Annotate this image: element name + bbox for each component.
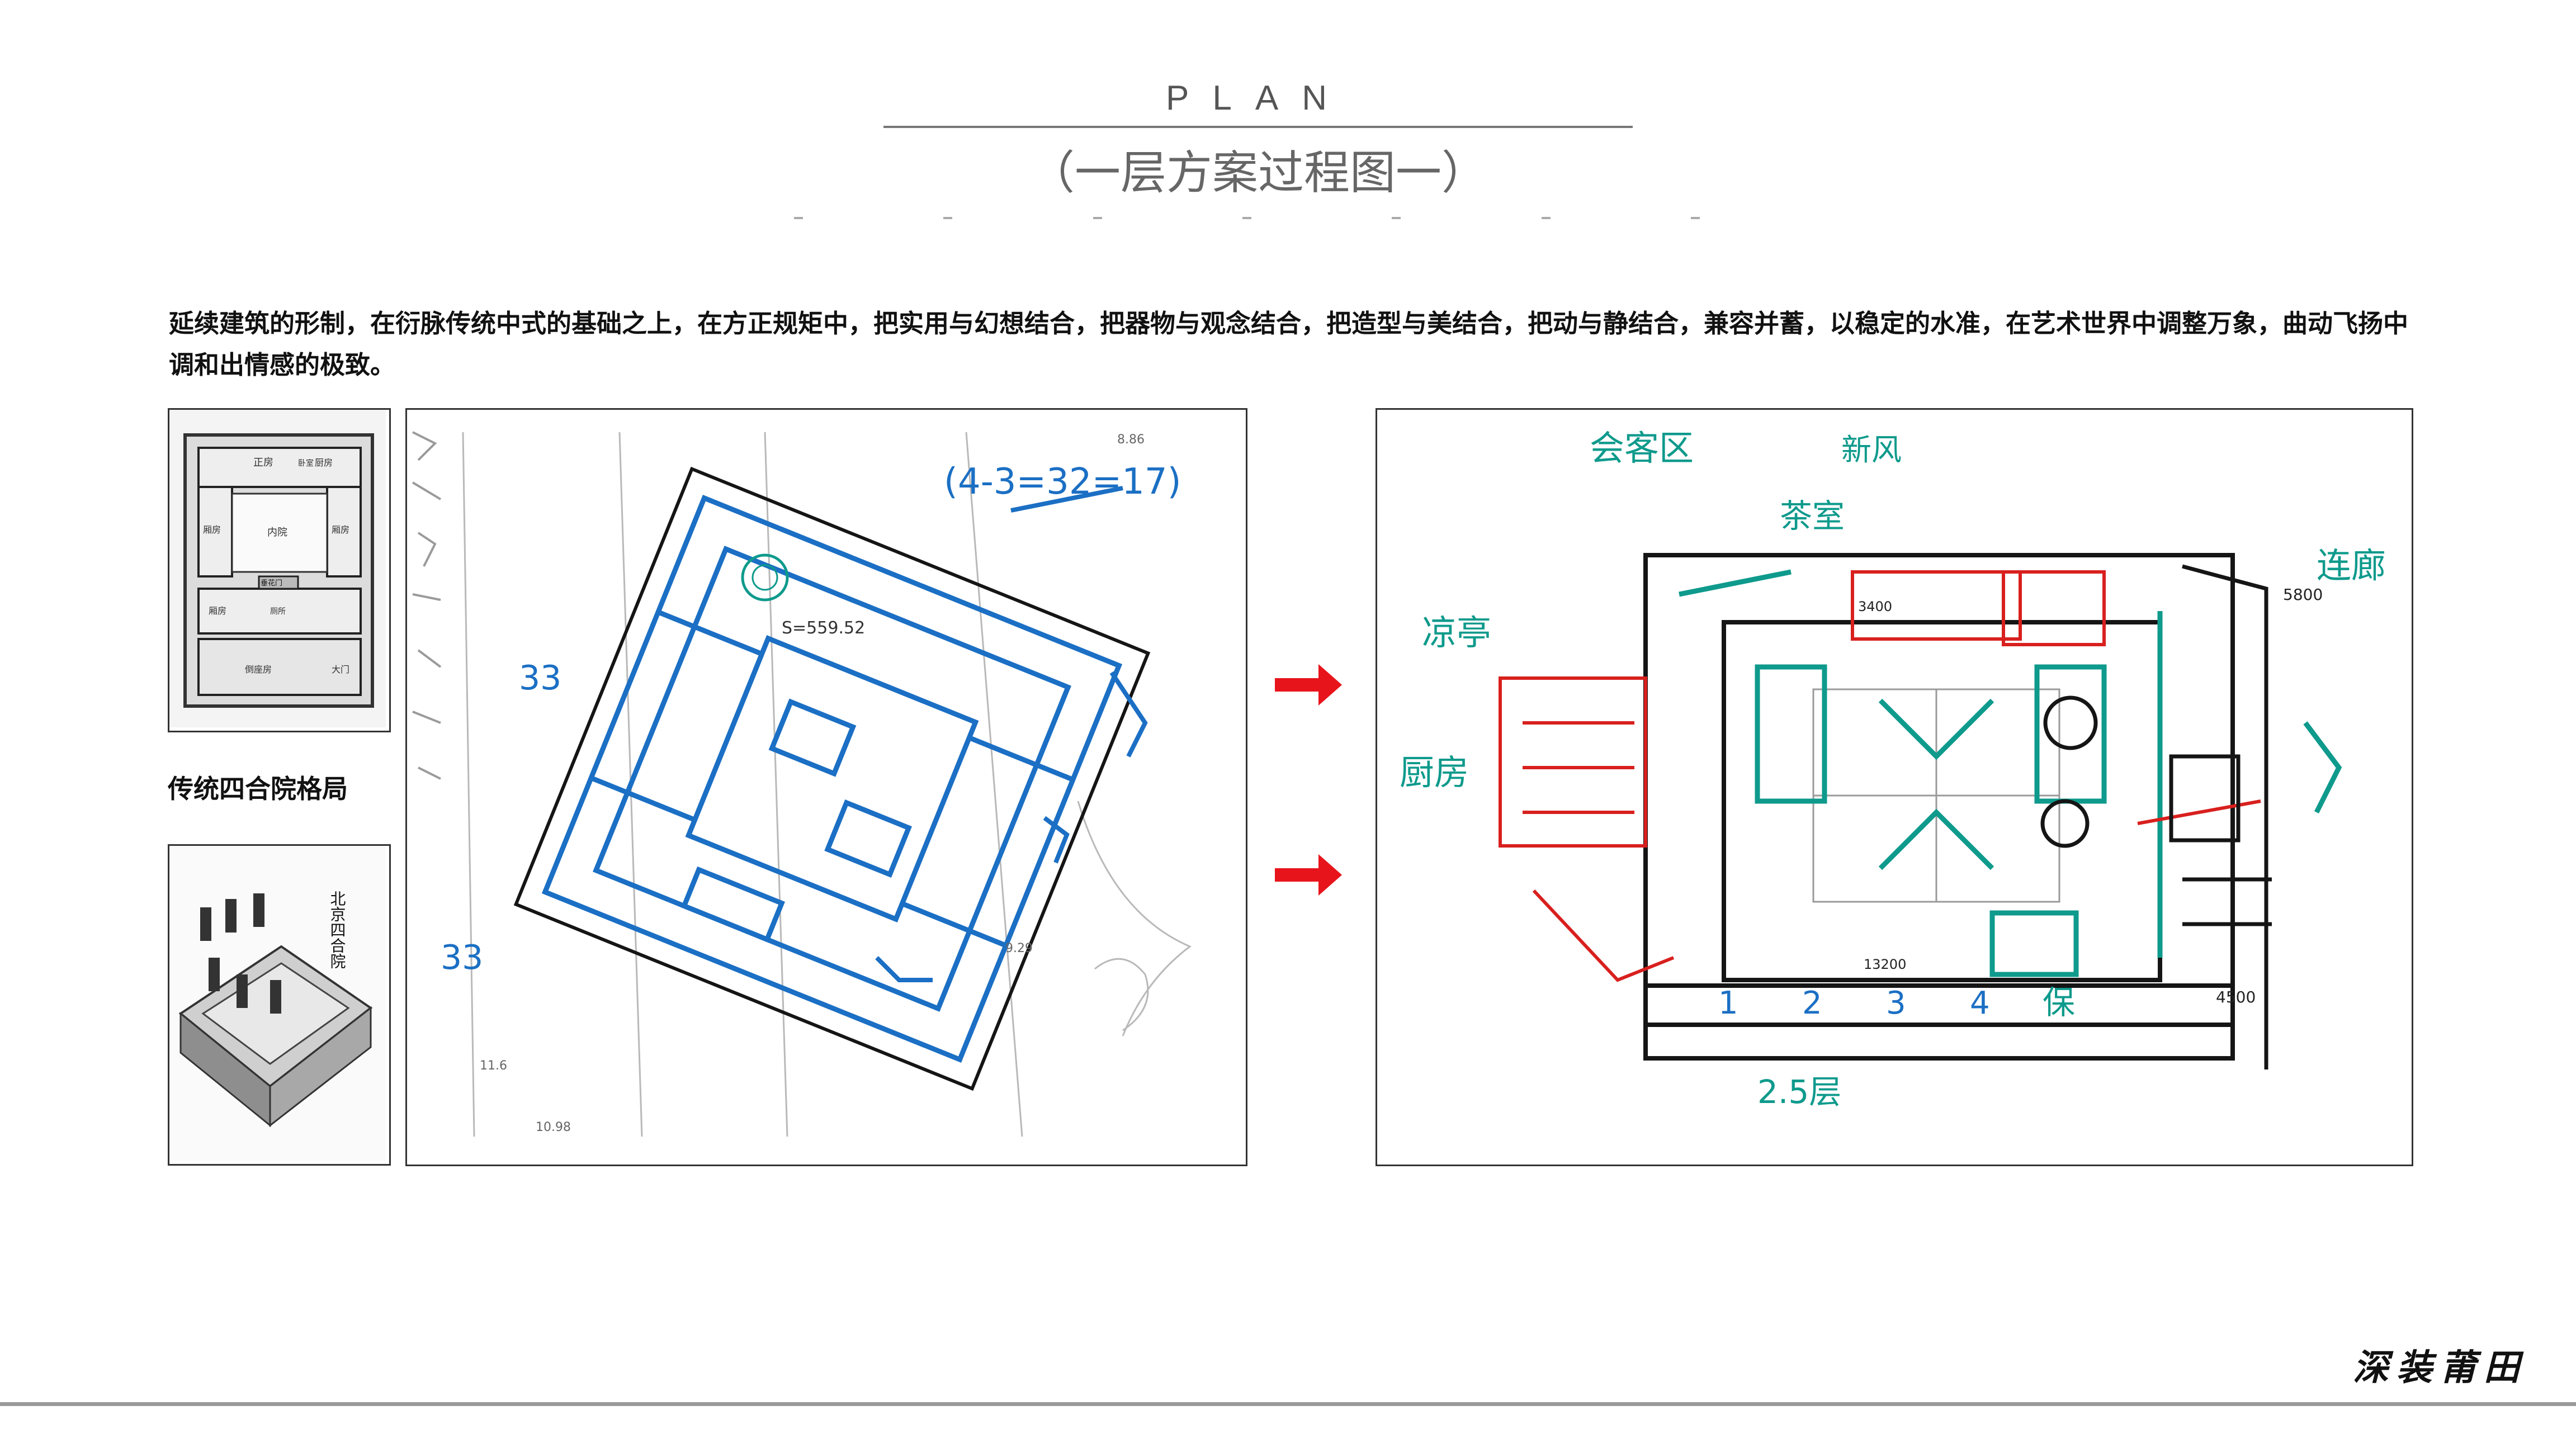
red-arrow-icon [1275, 850, 1342, 900]
traditional-courtyard-plan-image: 正房 厨房 厢房 厢房 内院 垂花门 厢房 倒座房 大门 厕所 卧室 [168, 408, 391, 732]
brand-signature: 深装莆田 [2353, 1347, 2527, 1389]
decorative-dots [794, 217, 1700, 220]
sketch-note: S=559.52 [782, 618, 865, 638]
plan-label: 倒座房 [245, 664, 272, 675]
site-plan-sketch: (4-3=32=17) S=559.52 33 33 8.86 9.29 10.… [405, 408, 1247, 1166]
courtyard-model-image: 北京四合院 [168, 844, 391, 1166]
sketch-note: 凉亭 [1422, 612, 1491, 653]
page-title: PLAN [1166, 79, 1350, 117]
sketch-note: 1 [1718, 985, 1738, 1021]
plan-label: 厢房 [203, 524, 221, 535]
sketch-note: 连廊 [2317, 545, 2386, 586]
sketch-note: 4500 [2216, 988, 2256, 1006]
sketch-note: (4-3=32=17) [944, 461, 1181, 503]
plan-label: 厢房 [332, 524, 349, 535]
red-arrow-icon [1275, 660, 1342, 710]
sketch-note: 保 [2043, 983, 2075, 1021]
traditional-layout-caption: 传统四合院格局 [168, 774, 348, 804]
plan-label: 厨房 [315, 457, 333, 468]
sketch-note: 13200 [1864, 957, 1906, 972]
plan-label: 垂花门 [261, 579, 282, 588]
page-subtitle: （一层方案过程图一） [1028, 146, 1487, 200]
sketch-note: 11.6 [480, 1059, 507, 1073]
sketch-note: 9.29 [1005, 941, 1033, 955]
sketch-note: 4 [1970, 985, 1990, 1021]
plan-label: 正房 [253, 457, 273, 468]
sketch-note: 厨房 [1400, 752, 1469, 793]
sketch-note: 会客区 [1590, 428, 1694, 468]
sketch-note: 8.86 [1117, 433, 1145, 447]
plan-label: 厢房 [209, 605, 226, 616]
sketch-note: 3 [1886, 985, 1906, 1021]
sketch-note: 33 [441, 938, 483, 977]
plan-label: 厕所 [270, 607, 286, 616]
plan-label: 卧室 [298, 458, 314, 468]
sketch-note: 33 [519, 659, 561, 698]
sketch-note: 新风 [1841, 432, 1902, 467]
sketch-note: 2 [1802, 985, 1822, 1021]
floor-plan-sketch: 会客区 新风 茶室 连廊 凉亭 厨房 3400 5800 13200 4500 … [1376, 408, 2413, 1166]
plan-label: 大门 [332, 664, 349, 675]
footer-divider [0, 1402, 2576, 1406]
sketch-note: 3400 [1858, 599, 1892, 614]
model-label: 北京四合院 [328, 891, 347, 969]
title-divider [883, 126, 1633, 128]
intro-paragraph: 延续建筑的形制，在衍脉传统中式的基础之上，在方正规矩中，把实用与幻想结合，把器物… [169, 309, 2409, 380]
sketch-note: 2.5层 [1757, 1073, 1841, 1111]
sketch-note: 茶室 [1780, 497, 1845, 535]
plan-label: 内院 [267, 527, 287, 538]
sketch-note: 5800 [2283, 585, 2323, 604]
sketch-note: 10.98 [536, 1120, 571, 1134]
